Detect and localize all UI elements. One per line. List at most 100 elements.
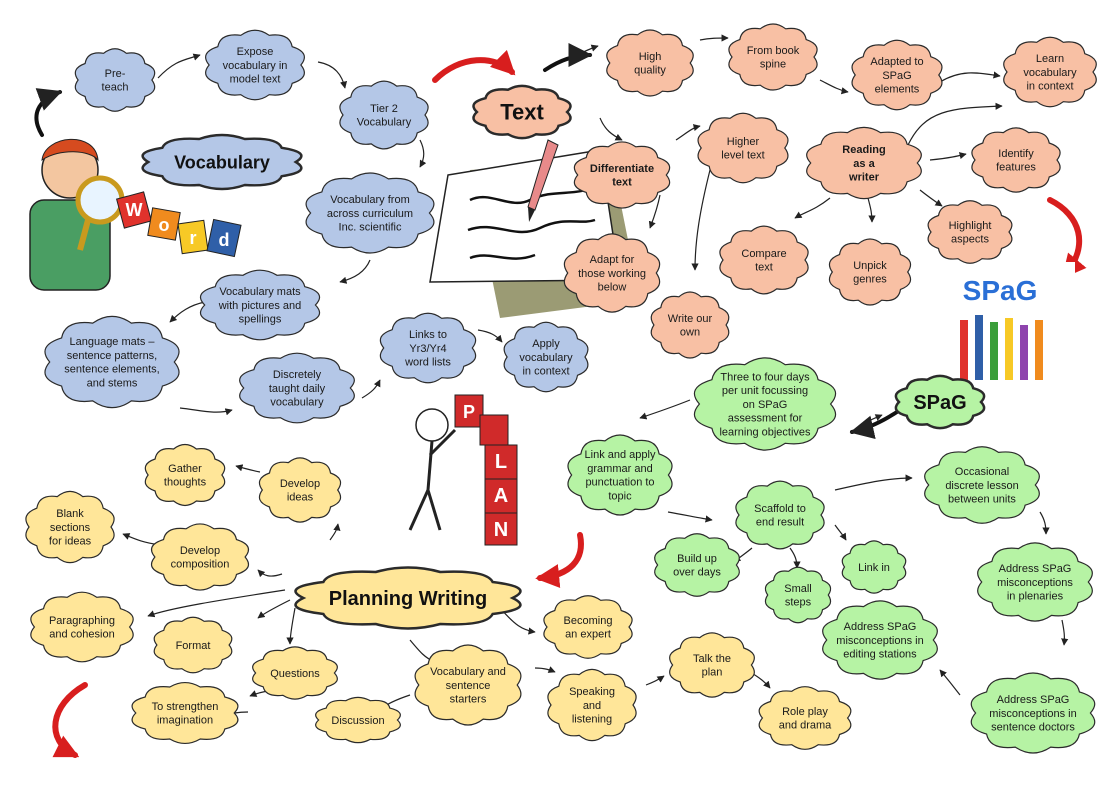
node-identify: Identify features [971,127,1061,193]
node-label: model text [230,74,281,86]
cloud-shape [735,480,825,550]
node-label: text [755,262,773,274]
cloud-shape [971,127,1061,193]
node-label: Vocabulary mats [219,286,301,298]
node-label: Link in [858,562,890,574]
cloud-shape [141,133,303,191]
black-curve-arrows [34,43,902,440]
cloud-shape [379,312,477,384]
node-label: genres [853,274,887,286]
node-discussion: Discussion [315,696,401,744]
node-label: Apply [532,338,560,350]
node-label: spellings [239,314,282,326]
node-label: Address SPaG [999,563,1072,575]
node-label: and [583,700,601,712]
node-label: elements [875,84,920,96]
node-label: Unpick [853,260,887,272]
word-letter: r [189,228,196,248]
node-label: punctuation to [585,477,654,489]
node-label: sentence [446,680,491,692]
node-label: features [996,162,1036,174]
cloud-shape [758,686,852,750]
cloud-shape [563,233,661,313]
node-label: learning objectives [719,426,811,438]
node-label: Vocabulary and [430,666,506,678]
cloud-shape [822,600,938,680]
node-label: Gather [168,463,202,475]
node-questions: Questions [252,646,338,700]
cloud-shape [150,523,250,591]
node-label: Highlight [949,220,992,232]
node-label: From book [747,45,800,57]
node-label: editing stations [843,649,917,661]
node-pre-teach: Pre-teach [74,48,156,112]
node-label: Identify [998,148,1034,160]
word-magnifier-boy-icon: W o r d [29,138,242,291]
node-label: teach [102,82,129,94]
node-label: Format [176,640,211,652]
plan-block-letter: P [463,402,475,422]
cloud-shape [841,540,907,594]
node-label: Speaking [569,686,615,698]
node-format: Format [153,616,233,674]
node-label: Vocabulary from [330,194,409,206]
cloud-shape [567,434,673,516]
node-label: Reading [842,144,885,156]
node-label: sections [50,522,91,534]
cloud-shape [472,84,572,140]
hub-vocabulary: Vocabulary [141,133,303,191]
cloud-shape [305,172,435,254]
node-label: steps [785,597,812,609]
node-label: discrete lesson [945,480,1018,492]
node-label: end result [756,517,804,529]
node-label: taught daily [269,383,326,395]
node-label: Planning Writing [329,588,488,610]
node-label: Discretely [273,369,322,381]
cloud-shape [693,357,837,451]
cloud-shape [573,141,671,209]
node-label: over days [673,567,721,579]
node-label: starters [450,694,487,706]
node-label: grammar and [587,463,652,475]
node-label: per unit focussing [722,385,808,397]
cloud-shape [131,681,239,745]
cloud-shape [74,48,156,112]
cloud-shape [252,646,338,700]
node-label: and stems [87,378,138,390]
cloud-shape [806,126,922,200]
node-label: Learn [1036,53,1064,65]
node-label: Adapt for [590,254,635,266]
node-label: across curriculum [327,208,413,220]
hub-spag: SPaG [894,374,986,430]
cloud-shape [1003,36,1097,108]
node-label: vocabulary in [223,60,288,72]
cloud-shape [764,566,832,624]
node-label: with pictures and [218,300,302,312]
cloud-shape [669,632,755,698]
node-label: as a [853,158,875,170]
node-mats: Vocabulary mats with pictures and spelling… [199,269,321,341]
cloud-shape [697,112,789,184]
cloud-shape [970,672,1096,754]
node-label: Adapted to [870,56,923,68]
node-label: Build up [677,553,717,565]
node-label: composition [171,559,230,571]
node-language-mats: Language mats –sentence patterns,sentenc… [44,315,180,409]
node-label: Questions [270,668,320,680]
node-label: Link and apply [585,449,656,461]
node-label: sentence elements, [64,364,159,376]
